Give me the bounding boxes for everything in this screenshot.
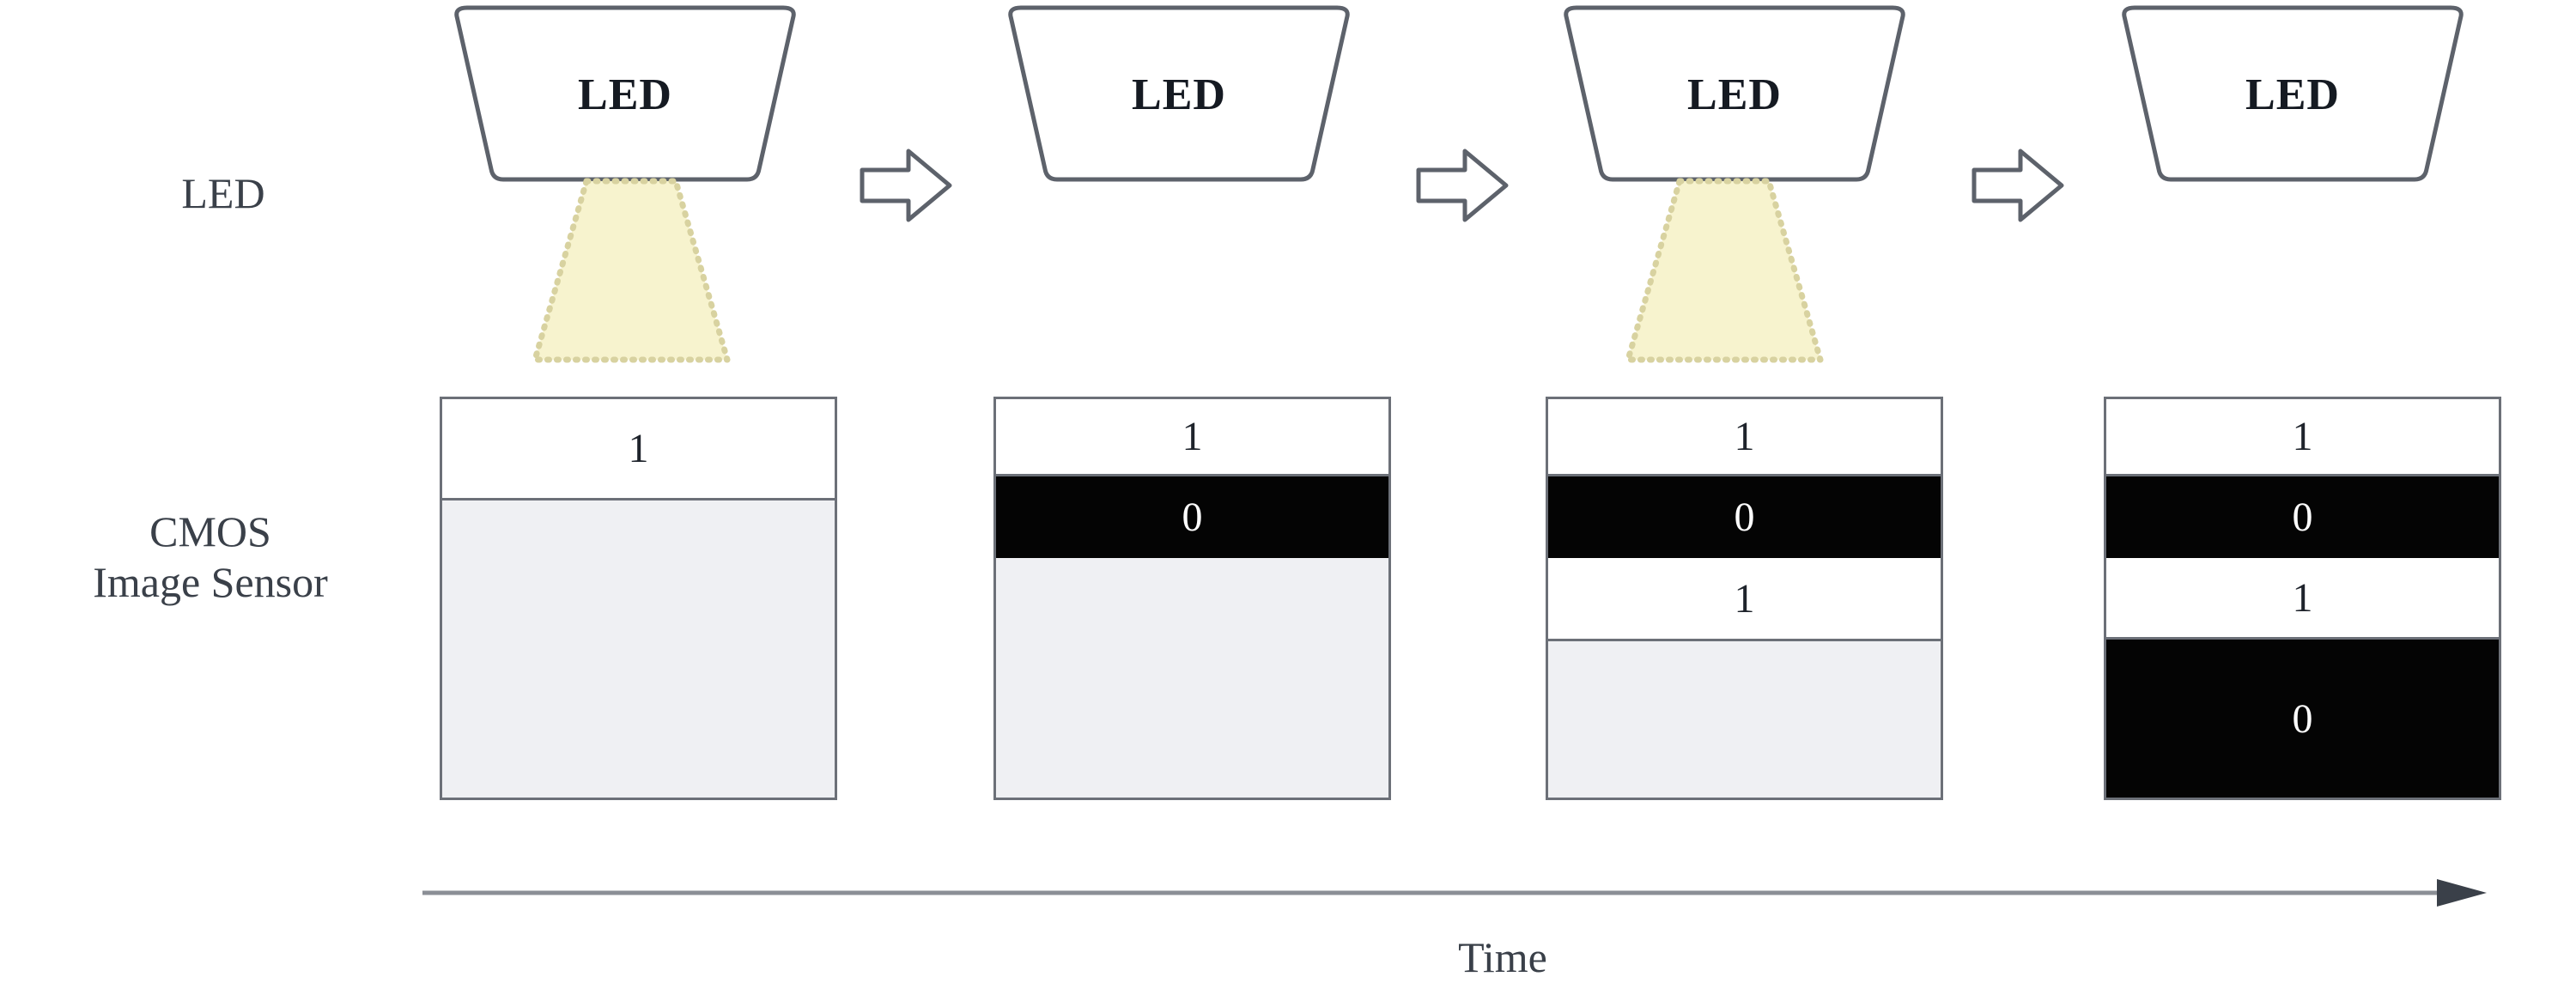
led-lamp-4: LED — [2112, 4, 2473, 185]
light-beam-1 — [528, 176, 734, 365]
row-label-cmos-line1: CMOS — [149, 507, 271, 555]
time-axis-label: Time — [1458, 933, 1547, 981]
sensor-row: 1 — [2106, 399, 2499, 476]
led-label-2: LED — [1132, 70, 1226, 119]
cmos-sensor-2: 1 0 — [993, 397, 1391, 800]
led-lamp-2: LED — [999, 4, 1359, 185]
sensor-row-unexposed — [442, 500, 835, 798]
right-block-arrow-icon — [1416, 149, 1509, 222]
led-housing-icon — [454, 5, 796, 182]
time-axis — [421, 876, 2490, 910]
sensor-row: 0 — [2106, 640, 2499, 798]
light-cone-icon — [532, 178, 731, 363]
row-label-cmos-line2: Image Sensor — [93, 558, 328, 606]
led-label-4: LED — [2245, 70, 2340, 119]
cmos-sensor-4: 1 0 1 0 — [2104, 397, 2501, 800]
led-housing-icon — [1564, 5, 1905, 182]
right-block-arrow-icon — [1971, 149, 2064, 222]
cmos-sensor-3: 1 0 1 — [1546, 397, 1943, 800]
sequence-arrow-2 — [1415, 144, 1510, 227]
sensor-row-unexposed — [996, 558, 1388, 798]
sequence-arrow-1 — [859, 144, 953, 227]
cmos-sensor-1: 1 — [440, 397, 837, 800]
sensor-row: 1 — [1548, 399, 1941, 476]
sensor-row: 1 — [996, 399, 1388, 476]
sensor-row: 1 — [1548, 558, 1941, 641]
sensor-row: 1 — [442, 399, 835, 500]
sensor-row: 0 — [1548, 476, 1941, 558]
row-label-led: LED — [181, 169, 265, 217]
led-housing-icon — [1008, 5, 1350, 182]
led-label-3: LED — [1687, 70, 1782, 119]
time-arrow-icon — [422, 879, 2487, 907]
led-lamp-3: LED — [1554, 4, 1915, 185]
row-label-cmos: CMOS Image Sensor — [9, 507, 412, 608]
sequence-arrow-3 — [1971, 144, 2065, 227]
led-housing-icon — [2122, 5, 2464, 182]
led-lamp-1: LED — [445, 4, 805, 185]
sensor-row: 0 — [2106, 476, 2499, 558]
sensor-row-unexposed — [1548, 641, 1941, 798]
sensor-row: 1 — [2106, 558, 2499, 640]
light-beam-3 — [1621, 176, 1827, 365]
right-block-arrow-icon — [860, 149, 952, 222]
light-cone-icon — [1625, 178, 1824, 363]
led-label-1: LED — [578, 70, 672, 119]
sensor-row: 0 — [996, 476, 1388, 558]
